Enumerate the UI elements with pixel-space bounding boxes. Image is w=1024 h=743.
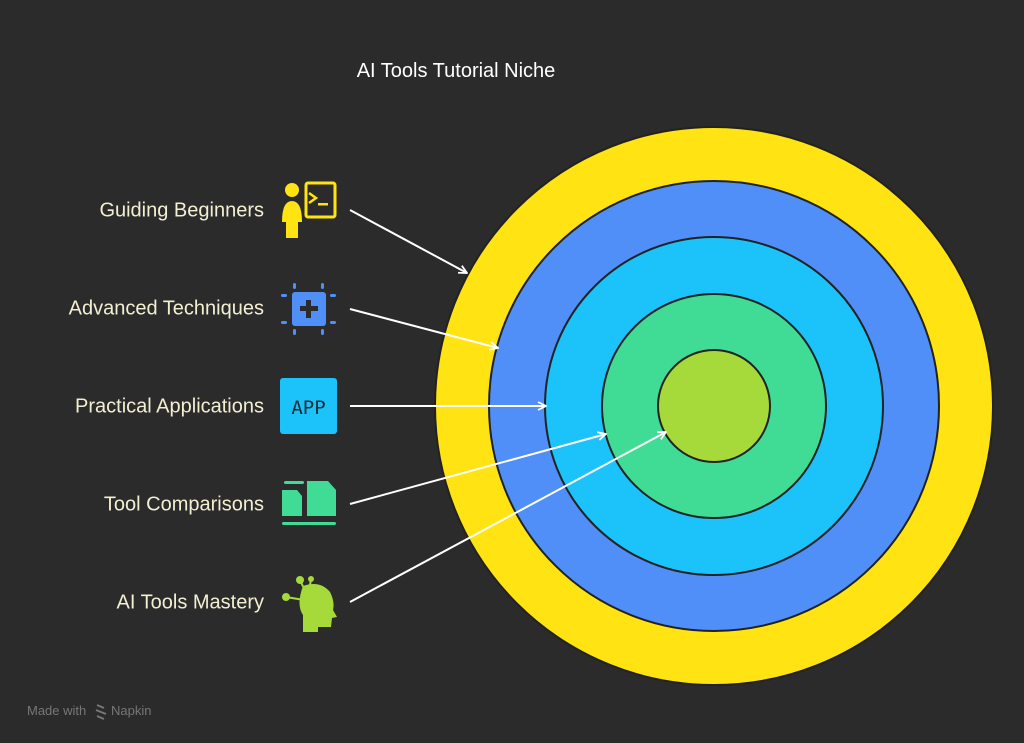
footer: Made with Napkin — [27, 703, 151, 720]
head-network-icon — [282, 576, 337, 632]
arrow-guiding-beginners — [349, 209, 467, 273]
label-advanced-techniques: Advanced Techniques — [69, 297, 264, 319]
diagram-title: AI Tools Tutorial Niche — [357, 60, 556, 82]
arrow-tool-comparisons — [349, 434, 606, 505]
compare-documents-icon — [282, 481, 336, 525]
label-practical-applications: Practical Applications — [75, 395, 264, 417]
label-guiding-beginners: Guiding Beginners — [99, 199, 264, 221]
teacher-terminal-icon — [282, 181, 337, 238]
label-tool-comparisons: Tool Comparisons — [104, 493, 264, 515]
footer-made-with: Made with — [27, 703, 86, 718]
app-icon: APP — [280, 378, 337, 434]
concentric-circles — [434, 126, 994, 686]
footer-brand: Napkin — [111, 703, 151, 718]
arrow-advanced-techniques — [349, 308, 498, 348]
svg-text:APP: APP — [291, 397, 325, 419]
arrow-ai-tools-mastery — [349, 432, 666, 603]
label-ai-tools-mastery: AI Tools Mastery — [117, 591, 264, 613]
napkin-logo-icon — [95, 704, 107, 720]
arrows — [349, 209, 666, 603]
ring-ai-tools-mastery — [657, 349, 771, 463]
processor-plus-icon — [281, 283, 336, 335]
